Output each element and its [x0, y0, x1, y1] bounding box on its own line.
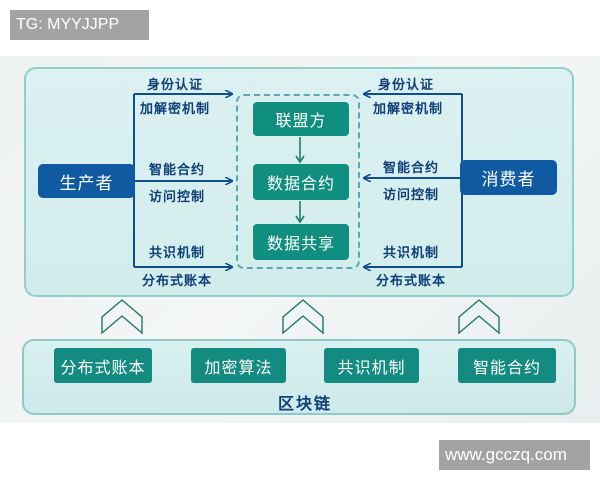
- right-label-ledger: 分布式账本: [376, 274, 447, 289]
- left-label-consensus: 共识机制: [149, 246, 206, 261]
- left-label-smart-contract: 智能合约: [149, 163, 206, 178]
- left-label-access-control: 访问控制: [149, 190, 206, 205]
- data-contract-node: 数据合约: [253, 164, 349, 200]
- data-sharing-node: 数据共享: [253, 224, 349, 260]
- right-label-identity-auth: 身份认证: [378, 78, 435, 93]
- component-encryption-algorithm: 加密算法: [191, 348, 286, 383]
- right-label-smart-contract: 智能合约: [383, 161, 440, 176]
- consumer-node: 消费者: [460, 160, 557, 195]
- left-label-identity-auth: 身份认证: [147, 78, 204, 93]
- component-smart-contract: 智能合约: [458, 348, 556, 383]
- component-consensus-mechanism: 共识机制: [324, 348, 419, 383]
- right-label-access-control: 访问控制: [383, 188, 440, 203]
- watermark-top-left: TG: MYYJJPP: [10, 10, 149, 40]
- blockchain-layer-title: 区块链: [278, 394, 333, 413]
- right-label-encryption: 加解密机制: [373, 102, 444, 117]
- right-label-consensus: 共识机制: [383, 246, 440, 261]
- left-label-ledger: 分布式账本: [142, 274, 213, 289]
- alliance-dashed-group: [236, 94, 360, 269]
- left-label-encryption: 加解密机制: [140, 102, 211, 117]
- producer-node: 生产者: [38, 164, 135, 198]
- alliance-party-node: 联盟方: [253, 102, 349, 136]
- component-distributed-ledger: 分布式账本: [54, 348, 152, 383]
- watermark-bottom-right: www.gcczq.com: [439, 440, 590, 470]
